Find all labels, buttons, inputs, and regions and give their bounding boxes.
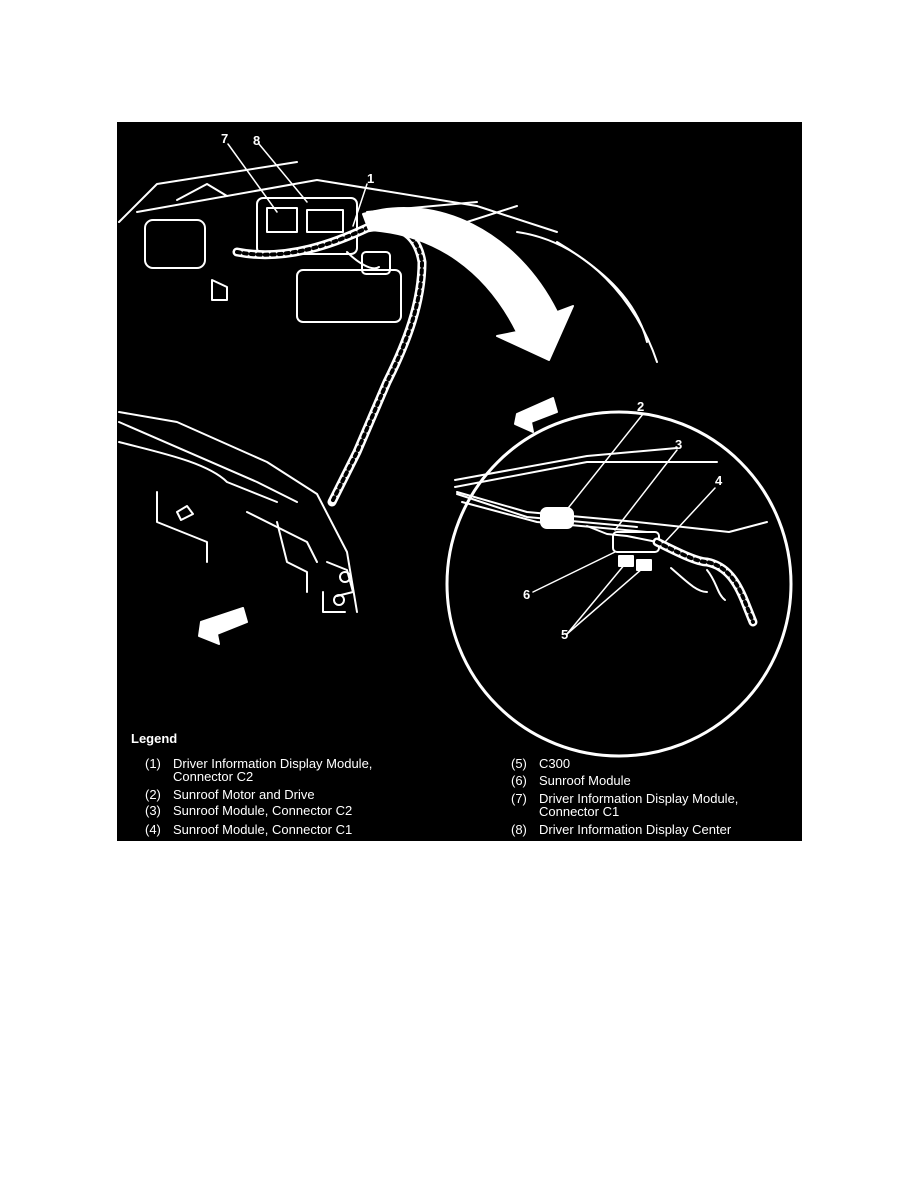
legend-item-number: (8) — [511, 822, 527, 837]
legend-item-text: Sunroof Module — [539, 773, 631, 788]
legend-item-6: (6) Sunroof Module — [511, 774, 631, 787]
legend-item-number: (1) — [145, 756, 161, 771]
sun-visor-right — [296, 269, 402, 323]
legend-item-5: (5) C300 — [511, 757, 570, 770]
legend-item-number: (6) — [511, 773, 527, 788]
display-module-connector — [361, 251, 391, 275]
rearview-mirror — [211, 279, 228, 301]
callout-5: 5 — [561, 627, 569, 642]
legend-item-4: (4) Sunroof Module, Connector C1 — [145, 823, 352, 836]
legend-item-2: (2) Sunroof Motor and Drive — [145, 788, 315, 801]
dashboard-edge — [118, 411, 358, 613]
legend-item-3: (3) Sunroof Module, Connector C2 — [145, 804, 352, 817]
zoom-arrow-icon — [362, 207, 574, 361]
callout-2: 2 — [637, 399, 645, 414]
sun-visor-left — [144, 219, 206, 269]
legend-item-number: (5) — [511, 756, 527, 771]
direction-arrow-icon — [198, 607, 248, 645]
callout-4: 4 — [715, 473, 723, 488]
legend-item-number: (3) — [145, 803, 161, 818]
legend-item-text: Driver Information Display Center — [539, 822, 732, 837]
legend-item-text: Driver Information Display Module, — [173, 756, 373, 771]
legend-item-1: (1) Driver Information Display Module, Co… — [145, 756, 373, 783]
legend-item-7: (7) Driver Information Display Module, Co… — [511, 791, 739, 818]
legend-item-number: (2) — [145, 787, 161, 802]
connector-c300 — [618, 555, 634, 567]
legend-item-number: (4) — [145, 822, 161, 837]
callout-7: 7 — [221, 131, 229, 146]
legend-item-text-cont: Connector C2 — [173, 769, 254, 784]
callout-6: 6 — [523, 587, 531, 602]
legend-title: Legend — [131, 731, 178, 746]
legend-item-text: C300 — [539, 756, 571, 771]
roof-front-edge — [118, 161, 298, 223]
sunroof-motor — [540, 507, 574, 529]
legend-item-number: (7) — [511, 791, 527, 806]
legend-item-text: Sunroof Module, Connector C2 — [173, 803, 353, 818]
callout-1: 1 — [367, 171, 375, 186]
legend-item-text: Sunroof Module, Connector C1 — [173, 822, 353, 837]
detail-direction-arrow-icon — [514, 397, 558, 433]
vehicle-line-drawing — [118, 143, 793, 758]
legend-item-8: (8) Driver Information Display Center — [511, 823, 731, 836]
legend-item-text-cont: Connector C1 — [539, 804, 620, 819]
legend-item-text: Driver Information Display Module, — [539, 791, 739, 806]
wiring-diagram-figure: 7 8 1 2 3 4 6 5 Legend (1) Driver Informa… — [117, 122, 802, 841]
callout-3: 3 — [675, 437, 683, 452]
detail-circle — [445, 410, 793, 758]
callout-8: 8 — [253, 133, 261, 148]
legend-item-text: Sunroof Motor and Drive — [173, 787, 315, 802]
